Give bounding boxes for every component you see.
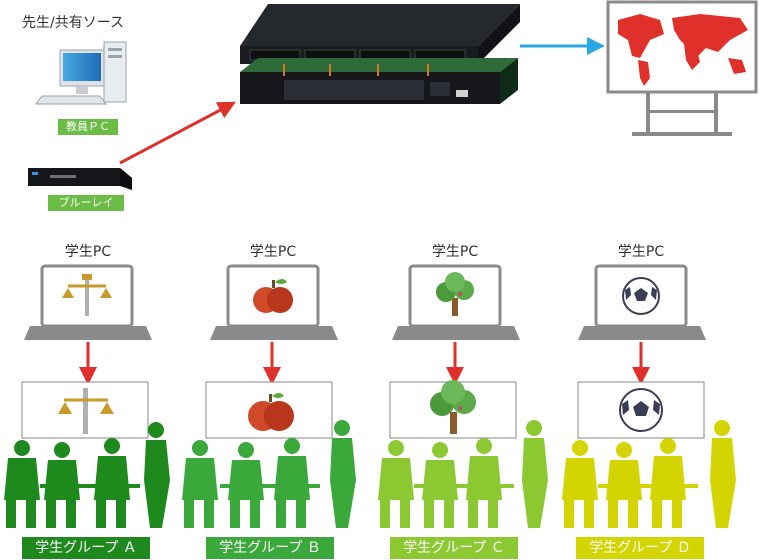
group-d <box>562 264 736 528</box>
group-a <box>4 264 170 528</box>
student-laptop-base <box>24 326 152 340</box>
arrow-teacher-to-switch <box>119 101 236 165</box>
apple-icon <box>248 393 294 431</box>
students-silhouette-icon <box>562 420 736 528</box>
scales-of-justice-icon <box>62 274 112 316</box>
group-c <box>378 264 548 528</box>
student-pc-label-a: 学生PC <box>64 244 112 260</box>
students-silhouette-icon <box>182 420 356 528</box>
bluray-player-icon <box>28 168 132 190</box>
scales-of-justice-icon <box>58 388 114 434</box>
tree-icon <box>430 380 476 434</box>
student-laptop-base <box>392 326 520 340</box>
teacher-pc-label: 教員ＰＣ <box>58 119 118 135</box>
world-map-display-icon <box>606 0 758 136</box>
student-laptop-base <box>578 326 706 340</box>
apple-icon <box>253 279 293 313</box>
students-silhouette-icon <box>378 420 548 528</box>
students-silhouette-icon <box>4 422 170 528</box>
student-pc-label-b: 学生PC <box>249 244 297 260</box>
network-switch-icon <box>240 4 520 104</box>
group-a-label: 学生グループ Ａ <box>22 537 150 559</box>
student-laptop-base <box>210 326 338 340</box>
student-pc-label-c: 学生PC <box>431 244 479 260</box>
tree-icon <box>436 272 474 316</box>
shared-sources-title: 先生/共有ソース <box>22 15 125 31</box>
group-c-label: 学生グループ Ｃ <box>390 537 518 559</box>
group-b <box>182 264 356 528</box>
soccer-ball-icon <box>619 388 663 432</box>
group-b-label: 学生グループ Ｂ <box>206 537 334 559</box>
student-pc-label-d: 学生PC <box>617 244 665 260</box>
soccer-ball-icon <box>622 277 660 315</box>
bluray-label: ブルーレイ <box>48 195 124 211</box>
teacher-desktop-pc-icon <box>35 41 127 105</box>
group-d-label: 学生グループ Ｄ <box>576 537 704 559</box>
